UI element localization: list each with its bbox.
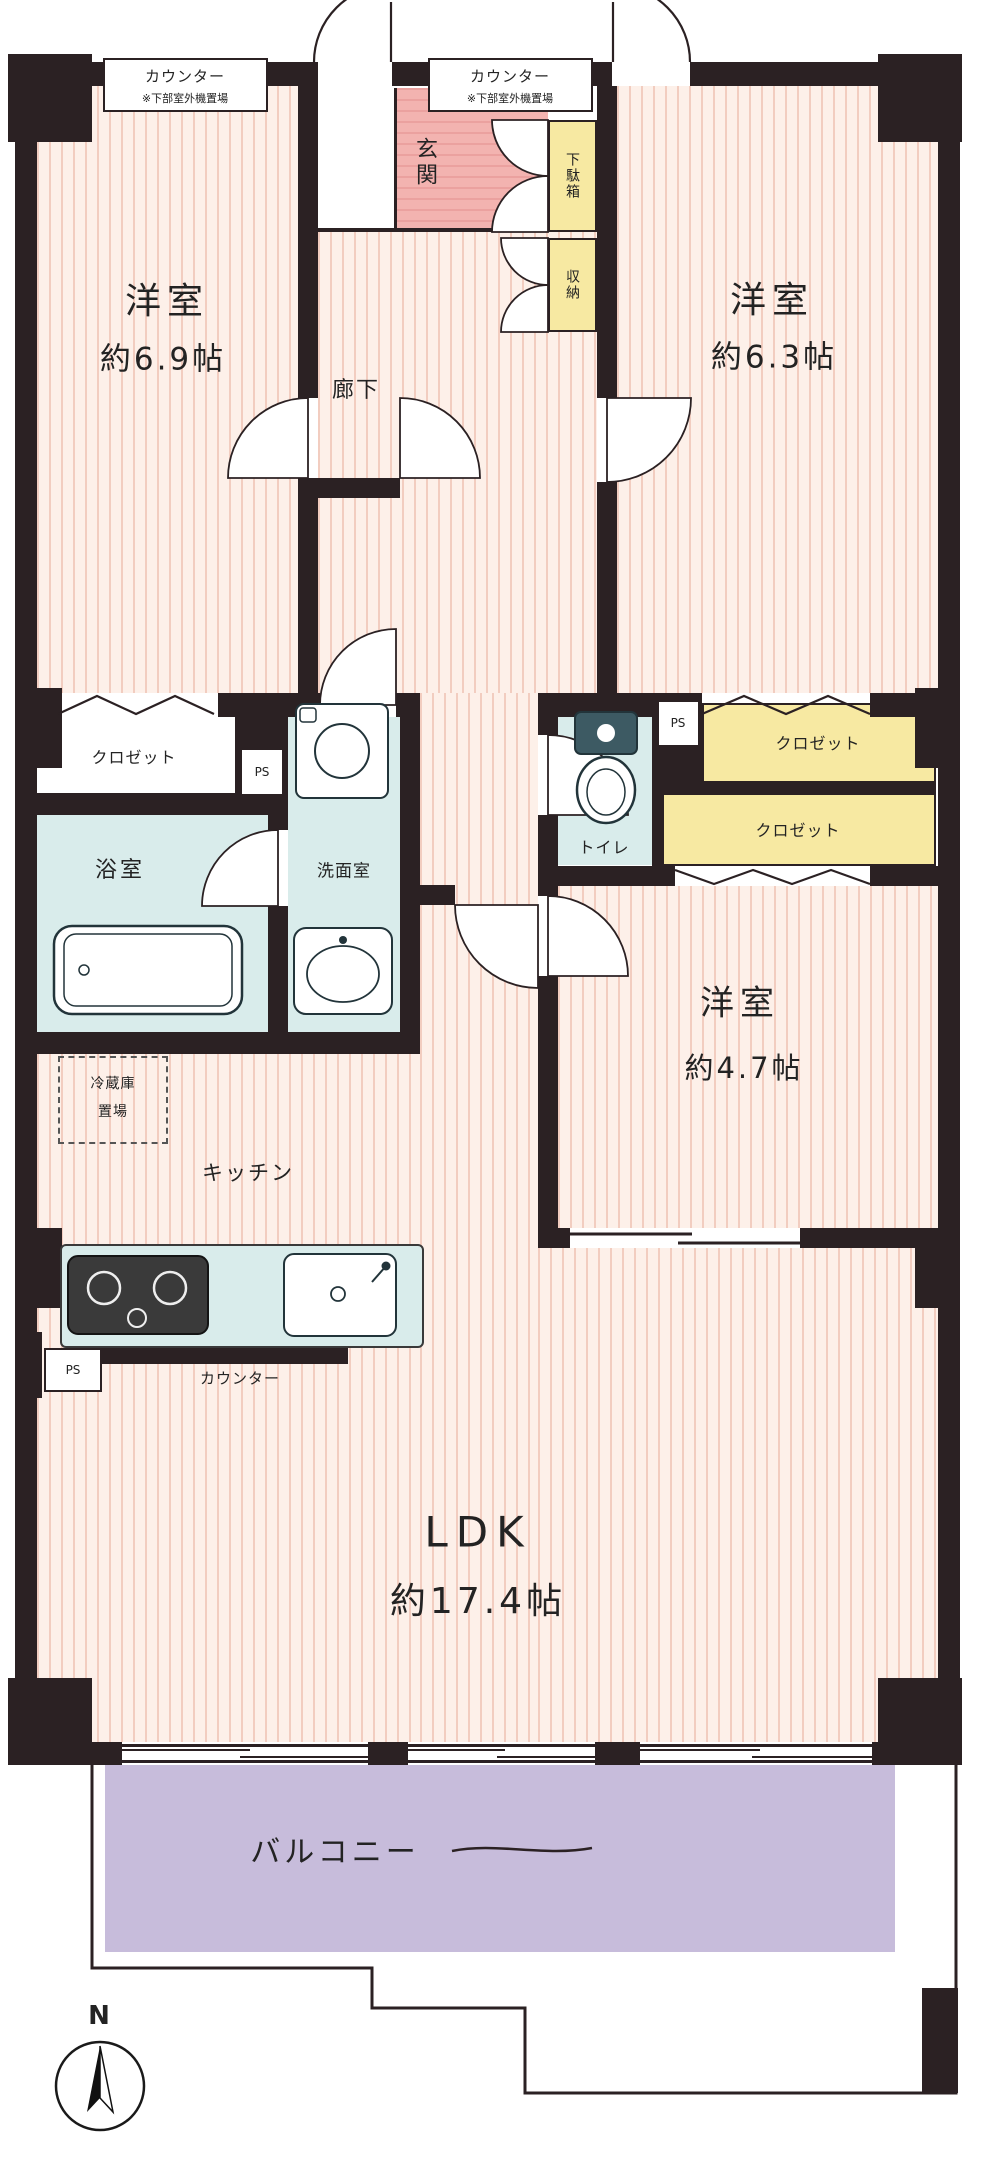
pillar <box>15 1228 62 1308</box>
pillar <box>878 54 962 142</box>
bathtub-icon <box>52 924 244 1016</box>
wall <box>268 906 288 1032</box>
ldk-name: LDK <box>424 1507 532 1557</box>
kitchen-label: キッチン <box>202 1161 294 1185</box>
ldk-floor-right <box>538 1248 938 1742</box>
counter-left-note: ※下部室外機置場 <box>141 92 229 105</box>
wall <box>368 1742 408 1765</box>
door-arc <box>201 119 692 989</box>
entrance-step <box>318 228 396 232</box>
closet-right-lower-label: クロゼット <box>755 821 841 840</box>
wall <box>597 86 617 398</box>
pillar <box>8 1678 92 1765</box>
wall <box>298 478 318 693</box>
shoe-cabinet-label: 下駄箱 <box>564 152 580 200</box>
wall <box>100 1348 348 1364</box>
pipe-space-kitchen-label: PS <box>65 1363 81 1377</box>
wall <box>558 866 675 886</box>
exterior-counter-right <box>428 58 593 112</box>
compass-icon <box>54 2040 146 2132</box>
kitchen-sink-icon <box>283 1253 397 1337</box>
storage-box <box>548 238 597 332</box>
genkan-label: 玄関 <box>412 137 437 189</box>
sliding-door-symbol <box>570 1232 800 1245</box>
bedroom-ne-name: 洋室 <box>729 280 815 321</box>
counter-right-title: カウンター <box>469 67 551 86</box>
wall <box>538 815 558 896</box>
exterior-counter-left <box>103 58 268 112</box>
shoe-cabinet-box <box>548 120 597 232</box>
washroom-label: 洗面室 <box>317 861 371 882</box>
handwritten-line <box>451 1846 593 1853</box>
window-symbols <box>122 1744 872 1763</box>
pipe-space-left-box <box>240 748 284 796</box>
wall <box>15 1032 420 1054</box>
entrance-door-arc <box>312 0 692 63</box>
bedroom-e-name: 洋室 <box>700 983 780 1024</box>
balcony-area <box>105 1765 895 1952</box>
bedroom-nw-size: 約6.9帖 <box>99 341 227 378</box>
pillar <box>15 1332 42 1398</box>
fridge-label-line2: 置場 <box>98 1104 128 1120</box>
fridge-label-line1: 冷蔵庫 <box>90 1076 136 1092</box>
wall <box>15 693 58 717</box>
ldk-size: 約17.4帖 <box>389 1581 567 1622</box>
closet-right-lower-box <box>662 793 936 866</box>
kitchen-ldk-floor <box>37 1054 420 1742</box>
bedroom-e-size: 約4.7帖 <box>684 1051 804 1085</box>
wall <box>394 88 397 232</box>
balcony-outline <box>90 1765 958 2095</box>
counter-left-title: カウンター <box>144 67 226 86</box>
compass-north-label: N <box>88 2001 110 2031</box>
pipe-space-kitchen-box <box>44 1348 102 1392</box>
stove-icon <box>67 1255 209 1335</box>
wall <box>870 866 938 886</box>
bedroom-ne-size: 約6.3帖 <box>710 339 838 376</box>
corridor-lower-floor <box>420 693 538 1742</box>
closet-left-label: クロゼット <box>91 748 177 767</box>
wall <box>538 976 558 1248</box>
wall <box>538 693 558 735</box>
toilet-icon <box>574 711 638 825</box>
wall <box>938 62 960 1765</box>
corridor-label: 廊下 <box>331 378 381 403</box>
pillar <box>8 54 92 142</box>
fridge-space-box <box>58 1056 168 1144</box>
wall <box>595 1742 640 1765</box>
wall <box>298 86 318 398</box>
pipe-space-right-label: PS <box>670 716 686 730</box>
kitchen-counter-label: カウンター <box>199 1369 281 1388</box>
wall <box>662 783 936 793</box>
folding-door-marks <box>57 694 871 886</box>
wall <box>318 478 400 498</box>
wall <box>870 693 938 717</box>
wall <box>652 793 662 866</box>
pipe-space-right-box <box>657 700 700 747</box>
closet-right-upper-label: クロゼット <box>775 734 861 753</box>
wall <box>268 815 288 830</box>
wall <box>15 793 288 815</box>
washing-machine-icon <box>295 703 389 799</box>
pipe-space-left-label: PS <box>254 765 270 779</box>
wall <box>597 482 617 693</box>
entrance-step <box>396 228 548 232</box>
storage-label: 収納 <box>564 269 580 301</box>
bedroom-nw-floor <box>37 86 298 693</box>
wall <box>800 1228 938 1248</box>
pillar <box>878 1678 962 1765</box>
vanity-sink-icon <box>293 927 393 1015</box>
counter-right-note: ※下部室外機置場 <box>466 92 554 105</box>
bedroom-nw-name: 洋室 <box>124 281 210 322</box>
wall <box>400 693 420 1035</box>
wall <box>420 885 455 905</box>
bath-label: 浴室 <box>94 858 146 883</box>
balcony-label: バルコニー <box>250 1835 420 1870</box>
bedroom-ne-floor <box>617 86 938 693</box>
wall <box>538 1228 570 1248</box>
toilet-label: トイレ <box>578 838 630 857</box>
